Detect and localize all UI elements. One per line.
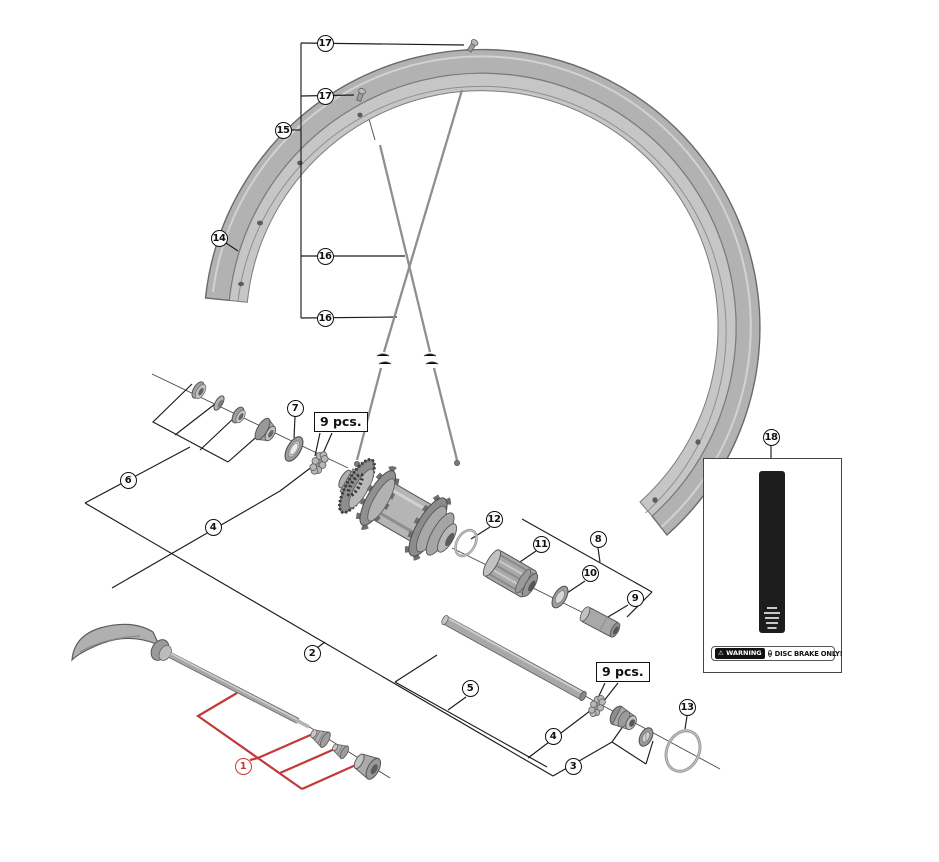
quick-release-skewer	[71, 623, 382, 780]
qr-spring-small	[332, 743, 350, 760]
pcs-count-box: 9 pcs.	[596, 662, 650, 682]
disc-brake-warning: ⚠ WARNING DISC BRAKE ONLY!	[711, 646, 843, 661]
qr-spring-large	[310, 729, 331, 749]
pcs-count-box: 9 pcs.	[314, 412, 368, 432]
quick-release-bracket-red	[195, 692, 359, 791]
callout-5: 5	[461, 679, 479, 697]
rim-spoke-holes	[238, 112, 701, 503]
spoke-break-marks	[376, 353, 439, 365]
o-ring-13	[664, 729, 702, 773]
ball-retainer-right	[588, 695, 606, 717]
callout-3: 3	[564, 757, 582, 775]
seal-ring-7	[284, 436, 304, 462]
ball-retainer-left	[309, 451, 329, 475]
callout-16: 16	[316, 309, 334, 327]
callout-17: 17	[316, 34, 334, 52]
callout-12: 12	[485, 510, 503, 528]
callout-8: 8	[589, 530, 607, 548]
rim	[204, 48, 761, 537]
spacer-9	[579, 606, 621, 638]
callout-10: 10	[581, 564, 599, 582]
callout-6: 6	[119, 471, 137, 489]
disc-rotor-icon	[767, 650, 772, 657]
dust-cap	[254, 417, 277, 442]
callout-9: 9	[626, 589, 644, 607]
callout-16: 16	[316, 247, 334, 265]
seal-ring-10	[551, 585, 569, 609]
callout-4: 4	[544, 727, 562, 745]
axle-group	[441, 615, 702, 773]
rim-decal-strip	[759, 471, 785, 633]
spokes	[353, 39, 479, 467]
callout-14: 14	[210, 229, 228, 247]
cone-locknut-unit	[609, 705, 637, 731]
qr-lever	[71, 623, 161, 662]
callout-2: 2	[303, 644, 321, 662]
callout-7: 7	[286, 399, 304, 417]
left-bearing-parts	[191, 381, 329, 475]
callout-11: 11	[532, 535, 550, 553]
warning-badge: ⚠ WARNING	[715, 648, 765, 659]
seal-washer	[638, 727, 654, 747]
callout-13: 13	[678, 698, 696, 716]
callout-17: 17	[316, 87, 334, 105]
warning-label-panel: ⚠ WARNING DISC BRAKE ONLY!	[703, 458, 843, 673]
callout-4: 4	[204, 518, 222, 536]
spoke-nipple	[466, 39, 479, 53]
o-ring-12	[454, 528, 478, 558]
callout-15: 15	[274, 121, 292, 139]
locknut	[191, 381, 207, 400]
freehub-body-11	[482, 549, 539, 598]
warning-message: DISC BRAKE ONLY!	[774, 649, 843, 658]
washer	[213, 395, 225, 411]
spoke-nipple	[356, 88, 366, 102]
qr-lever-boss	[150, 639, 172, 661]
cone	[231, 406, 246, 424]
hub-body	[338, 457, 458, 561]
qr-end-nut	[353, 753, 382, 780]
callout-1: 1	[234, 757, 252, 775]
callout-18: 18	[762, 428, 780, 446]
